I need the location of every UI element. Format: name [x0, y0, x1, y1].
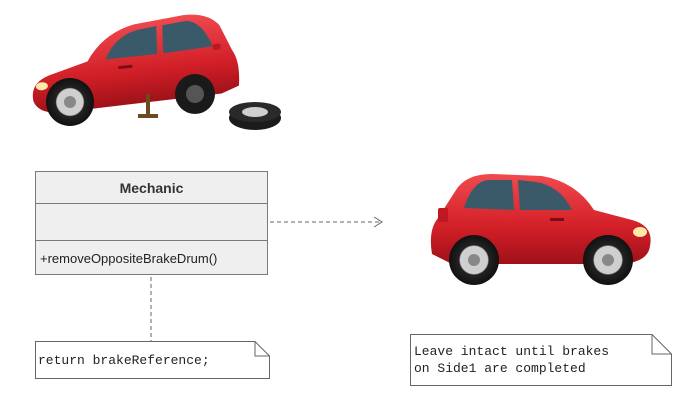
note-text: return brakeReference; [38, 353, 210, 368]
note-shape [410, 334, 672, 386]
class-attributes-section [36, 204, 267, 241]
dependency-arrow [270, 216, 383, 228]
note-connector [150, 277, 152, 341]
note-text-line1: Leave intact until brakes [414, 344, 610, 359]
note-return-brake-reference: return brakeReference; [35, 341, 270, 379]
note-shape [35, 341, 270, 379]
mechanic-class-box: Mechanic +removeOppositeBrakeDrum() [35, 171, 268, 275]
intact-car-image [422, 168, 662, 290]
note-leave-intact: Leave intact until brakes on Side1 are c… [410, 334, 672, 386]
class-operation: +removeOppositeBrakeDrum() [40, 251, 218, 266]
car-on-jack-image [20, 12, 285, 137]
note-text-line2: on Side1 are completed [414, 361, 586, 376]
class-name: Mechanic [36, 172, 267, 204]
